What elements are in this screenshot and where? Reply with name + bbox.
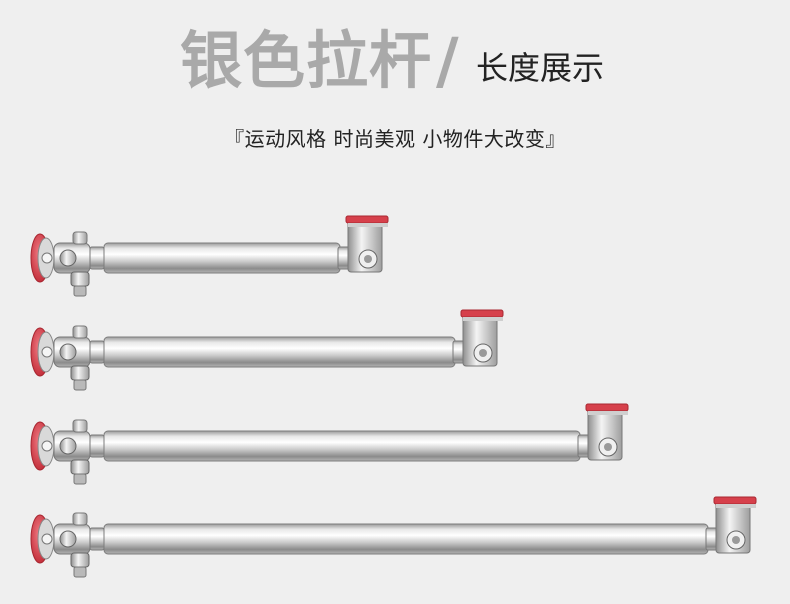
rod-illustration bbox=[30, 215, 389, 297]
clevis-pin bbox=[59, 530, 77, 548]
left-mount-screw bbox=[41, 533, 53, 545]
bottom-knob bbox=[70, 365, 90, 381]
main-tube bbox=[103, 336, 456, 368]
title-slash: / bbox=[436, 24, 459, 97]
clevis-pin bbox=[59, 437, 77, 455]
right-pivot-screw bbox=[604, 443, 612, 451]
page-title: 银色拉杆 bbox=[180, 24, 433, 97]
right-pad-plate bbox=[348, 223, 388, 227]
right-wall-pad bbox=[345, 215, 389, 224]
top-knob bbox=[72, 512, 88, 526]
tension-rod-2 bbox=[0, 307, 790, 397]
left-hex-nut bbox=[89, 246, 105, 270]
tagline: 『运动风格 时尚美观 小物件大改变』 bbox=[224, 127, 566, 151]
header: 银色拉杆 / 长度展示 bbox=[0, 18, 790, 103]
right-pivot-screw bbox=[732, 536, 740, 544]
right-wall-pad bbox=[585, 403, 629, 412]
right-wall-pad bbox=[460, 309, 504, 318]
tension-rod-3 bbox=[0, 401, 790, 491]
rod-assembly bbox=[30, 403, 629, 485]
rod-assembly bbox=[30, 496, 757, 578]
rod-assembly bbox=[30, 215, 389, 297]
tension-rod-1 bbox=[0, 213, 790, 303]
top-knob bbox=[72, 325, 88, 339]
main-tube bbox=[103, 242, 341, 274]
right-wall-pad bbox=[713, 496, 757, 505]
clevis-pin bbox=[59, 343, 77, 361]
clevis-pin bbox=[59, 249, 77, 267]
rod-assembly bbox=[30, 309, 504, 391]
bottom-nut bbox=[73, 379, 87, 391]
main-tube bbox=[103, 430, 581, 462]
left-hex-nut bbox=[89, 340, 105, 364]
bottom-knob bbox=[70, 459, 90, 475]
bottom-nut bbox=[73, 566, 87, 578]
left-hex-nut bbox=[89, 527, 105, 551]
left-mount-screw bbox=[41, 346, 53, 358]
rod-illustration bbox=[30, 309, 504, 391]
rod-illustration bbox=[30, 496, 757, 578]
rod-illustration bbox=[30, 403, 629, 485]
main-tube bbox=[103, 523, 709, 555]
top-knob bbox=[72, 231, 88, 245]
left-hex-nut bbox=[89, 434, 105, 458]
left-mount-screw bbox=[41, 440, 53, 452]
right-pad-plate bbox=[716, 504, 756, 508]
right-pivot-screw bbox=[364, 255, 372, 263]
bottom-knob bbox=[70, 271, 90, 287]
right-pivot-screw bbox=[479, 349, 487, 357]
page-subtitle: 长度展示 bbox=[476, 49, 605, 87]
bottom-nut bbox=[73, 473, 87, 485]
tension-rod-4 bbox=[0, 494, 790, 584]
top-knob bbox=[72, 419, 88, 433]
bottom-nut bbox=[73, 285, 87, 297]
bottom-knob bbox=[70, 552, 90, 568]
right-pad-plate bbox=[463, 317, 503, 321]
left-mount-screw bbox=[41, 252, 53, 264]
right-pad-plate bbox=[588, 411, 628, 415]
